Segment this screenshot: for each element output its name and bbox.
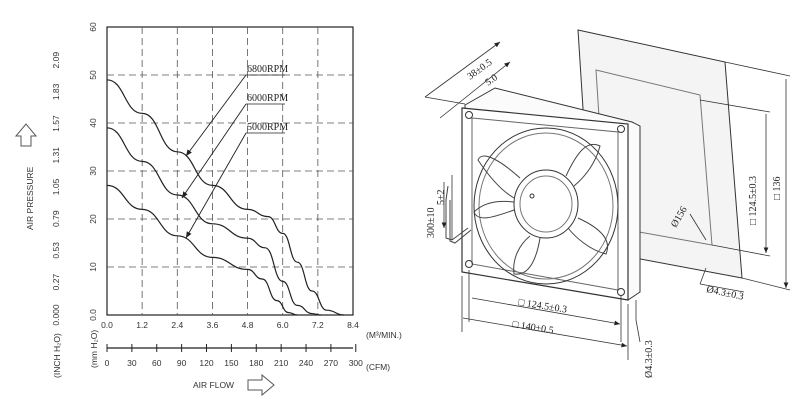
lead-wires (445, 185, 469, 241)
y-tick-inch: 1.05 (51, 178, 61, 195)
x-tick-cfm: 0 (105, 358, 110, 368)
x-tick-m3: 0.0 (101, 320, 113, 330)
y-tick-mm: 20 (88, 214, 98, 224)
y-tick-inch: 0.27 (51, 274, 61, 291)
y-tick-inch: 0.79 (51, 210, 61, 227)
x-tick-m3: 2.4 (171, 320, 183, 330)
x-tick-cfm: 120 (199, 358, 213, 368)
dim-hole-pitch-v: □ 124.5±0.3 (748, 176, 759, 225)
x-tick-m3: 3.6 (207, 320, 219, 330)
x-tick-cfm: 150 (224, 358, 238, 368)
series-label-6800: 6800RPM (247, 64, 288, 75)
y-tick-inch: 1.83 (51, 83, 61, 100)
y-tick-inch: 0.000 (51, 304, 61, 326)
x-tick-m3: 1.2 (136, 320, 148, 330)
y-tick-mm: 0.0 (88, 309, 98, 321)
y-tick-mm: 10 (88, 262, 98, 272)
y-tick-inch: 0.53 (51, 242, 61, 259)
impeller-opening (473, 127, 619, 285)
curve-6800RPM (106, 79, 345, 316)
fan-dimension-drawing (424, 29, 791, 360)
dim-hole-pitch-h: □ 124.5±0.3 (518, 297, 568, 316)
x-ticks-cfm: 0 30 60 90 120 150 180 210 240 270 300 (105, 344, 363, 368)
y-tick-mm: 50 (88, 70, 98, 80)
up-arrow-icon (14, 123, 38, 147)
x-unit-m3: (M³/MIN.) (366, 330, 402, 340)
x-tick-m3: 8.4 (347, 320, 359, 330)
dim-cable-length: 300±10 (426, 208, 437, 239)
y-tick-inch: 2.09 (51, 52, 61, 69)
y-unit-mm: (mm H₂O) (89, 330, 99, 368)
x-tick-m3: 6.0 (277, 320, 289, 330)
y-axis-label: AIR PRESSURE (25, 166, 35, 230)
fan-hub (513, 169, 579, 239)
y-tick-inch: 1.57 (51, 115, 61, 132)
x-tick-cfm: 60 (152, 358, 162, 368)
curve-5000RPM (106, 184, 298, 316)
fan-blades (473, 144, 608, 275)
x-axis-label: AIR FLOW (193, 380, 234, 390)
x-tick-m3: 7.2 (312, 320, 324, 330)
y-unit-inch: (INCH H₂O) (52, 333, 62, 378)
series-label-5000: 5000RPM (247, 122, 288, 133)
mount-hole-bl (465, 260, 473, 268)
dim-hole-dia-2: Ø4.3±0.3 (644, 340, 655, 378)
y-tick-mm: 60 (88, 22, 98, 32)
x-ticks-m3: 0.0 1.2 2.4 3.6 4.8 6.0 7.2 8.4 (101, 320, 359, 330)
x-tick-m3: 4.8 (242, 320, 254, 330)
rpm-callouts: 6800RPM 6000RPM 5000RPM (181, 64, 288, 239)
y-ticks-inch: 0.000 0.27 0.53 0.79 1.05 1.31 1.57 1.83 2.09 (51, 52, 61, 326)
series-label-6000: 6000RPM (247, 93, 288, 104)
dim-outer: □ 140±0.5 (512, 319, 555, 336)
mount-hole-tr (617, 125, 625, 133)
x-tick-cfm: 90 (177, 358, 187, 368)
pq-chart: 0.0 10 20 30 40 50 60 0.000 0.27 0.53 0.79 1.05 1.3… (14, 22, 402, 397)
mount-hole-br (617, 288, 625, 296)
dim-cable-strip: 5±2 (436, 190, 447, 206)
grid-lines (107, 27, 353, 315)
y-tick-inch: 1.31 (51, 147, 61, 164)
dimension-lines (424, 41, 791, 360)
x-tick-cfm: 270 (324, 358, 338, 368)
x-tick-cfm: 180 (249, 358, 263, 368)
x-tick-cfm: 300 (349, 358, 363, 368)
x-unit-cfm: (CFM) (366, 362, 390, 372)
dim-flange: 5.0 (483, 72, 500, 88)
x-tick-cfm: 30 (127, 358, 137, 368)
mount-hole-tl (465, 111, 473, 119)
y-tick-mm: 40 (88, 118, 98, 128)
x-tick-cfm: 210 (274, 358, 288, 368)
curve-6000RPM (106, 127, 321, 316)
y-tick-mm: 30 (88, 166, 98, 176)
performance-curves (106, 79, 345, 316)
dim-hole-dia: Ø4.3±0.3 (705, 284, 744, 303)
right-arrow-icon (247, 373, 275, 397)
x-tick-cfm: 240 (299, 358, 313, 368)
dim-guard: □ 136 (772, 176, 783, 200)
y-ticks-mm: 0.0 10 20 30 40 50 60 (88, 22, 98, 321)
